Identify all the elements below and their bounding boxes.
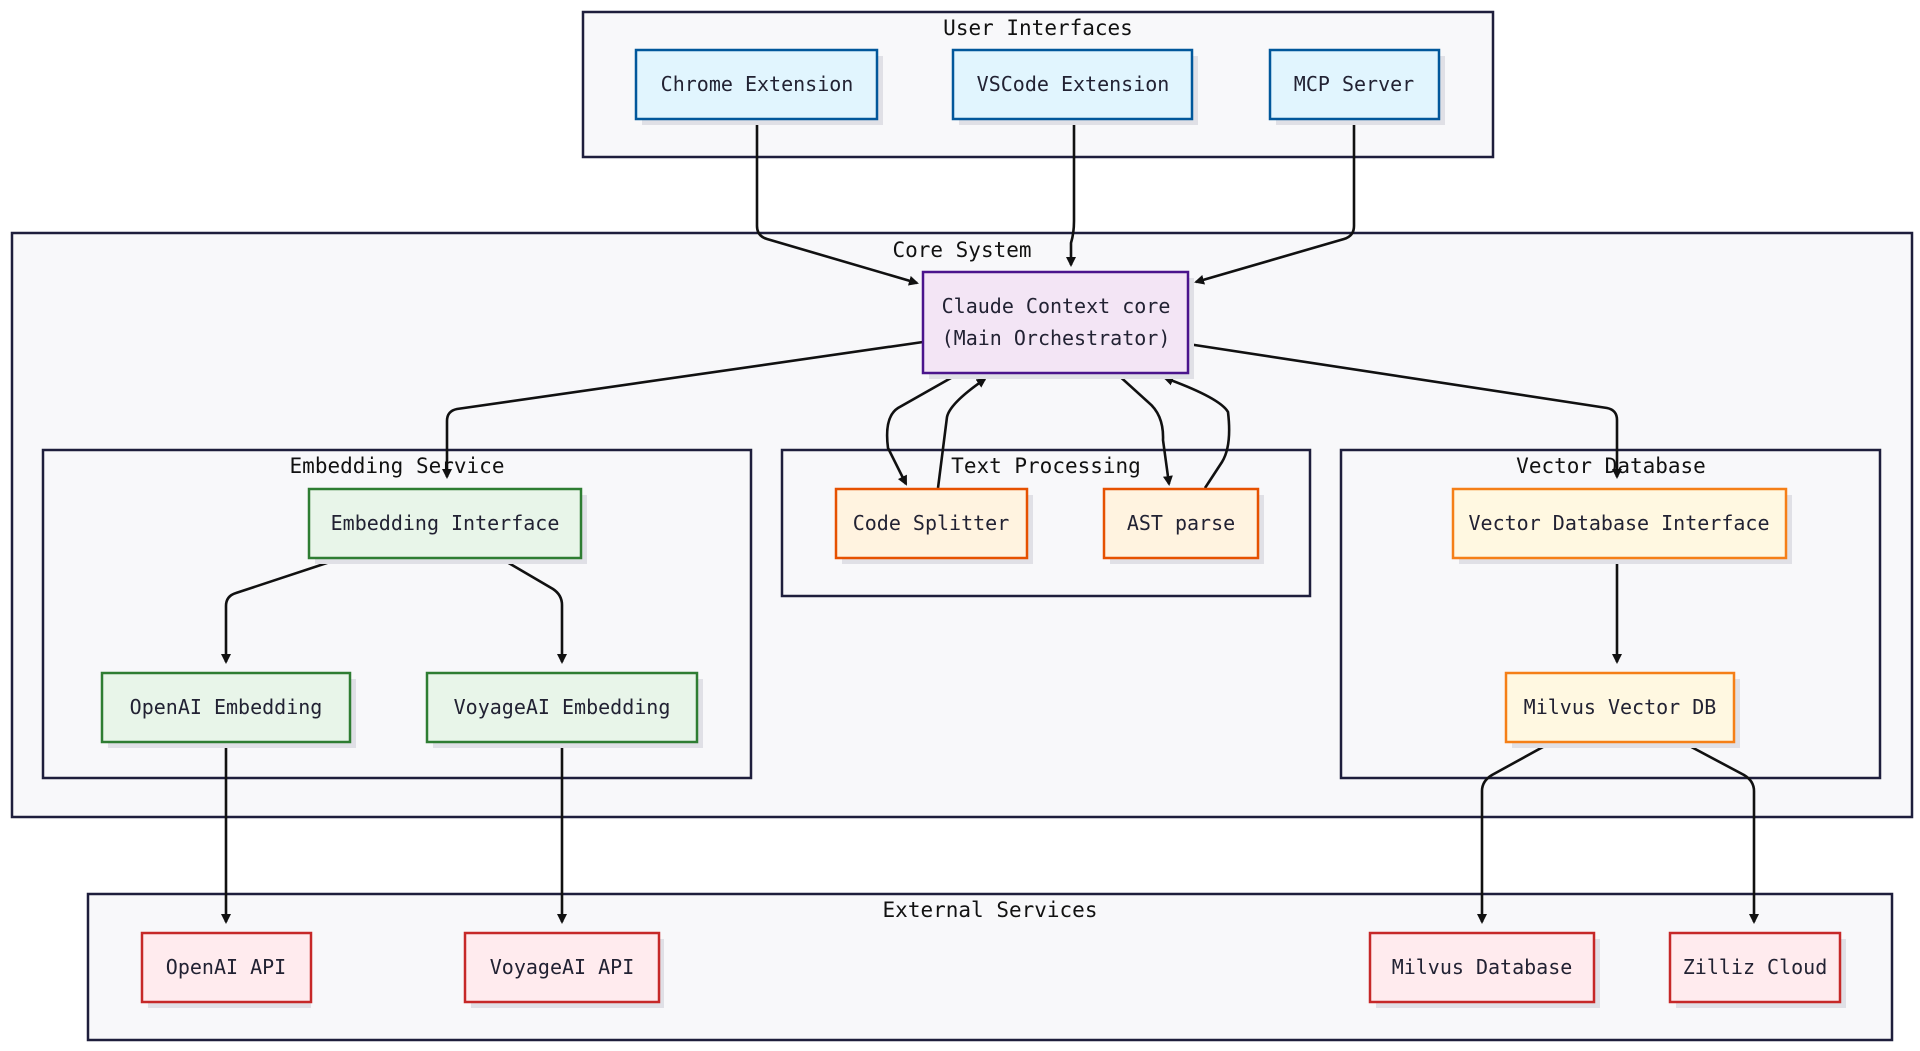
edge-embedding-interface-to-openai-embedding [221,556,343,664]
group-title-vector-database: Vector Database [1516,454,1706,478]
node-label-chrome-extension: Chrome Extension [661,72,854,96]
edge-core-to-ast-parse [1115,372,1173,486]
node-voyageai-api: VoyageAI API [463,931,664,1008]
node-vscode-extension: VSCode Extension [951,48,1198,125]
edge-chrome-to-core [755,119,919,286]
edge-ast-parse-to-core [1163,376,1231,489]
node-label-mcp-server: MCP Server [1294,72,1414,96]
node-label-milvus-vector-db: Milvus Vector DB [1524,695,1717,719]
edge-milvus-vector-db-to-milvus-database [1477,740,1553,924]
node-openai-api: OpenAI API [140,931,313,1008]
node-box [1504,671,1736,744]
node-box [425,671,699,744]
edge-embedding-interface-to-voyageai-embedding [499,556,567,664]
node-box [1451,487,1788,560]
node-box [140,931,313,1004]
node-voyageai-embedding: VoyageAI Embedding [425,671,703,748]
node-label-vscode-extension: VSCode Extension [977,72,1170,96]
edges [221,119,1759,924]
node-box [463,931,661,1004]
node-ast-parse: AST parse [1102,487,1264,564]
edge-core-to-embedding-interface [442,340,924,479]
node-box [921,270,1190,375]
edge-core-to-code-splitter [885,372,959,486]
group-title-core-system: Core System [892,238,1031,262]
node-embedding-interface: Embedding Interface [307,487,587,564]
group-external-services: External Services [86,892,1894,1042]
node-label-zilliz-cloud: Zilliz Cloud [1683,955,1828,979]
node-claude-context-core: Claude Context core (Main Orchestrator) [921,270,1194,379]
node-mcp-server: MCP Server [1268,48,1445,125]
node-chrome-extension: Chrome Extension [634,48,883,125]
group-title-user-interfaces: User Interfaces [943,16,1133,40]
node-box [1268,48,1441,121]
node-code-splitter: Code Splitter [834,487,1033,564]
node-label-openai-api: OpenAI API [166,955,286,979]
node-label-milvus-database: Milvus Database [1392,955,1573,979]
node-box [634,48,879,121]
node-vector-database-interface: Vector Database Interface [1451,487,1792,564]
node-zilliz-cloud: Zilliz Cloud [1668,931,1846,1008]
node-label-voyageai-embedding: VoyageAI Embedding [454,695,671,719]
edge-mcp-to-core [1194,119,1356,285]
node-box [1368,931,1596,1004]
edge-milvus-vector-db-to-zilliz-cloud [1681,740,1759,924]
node-box [834,487,1029,560]
group-title-external-services: External Services [883,898,1098,922]
node-box [307,487,583,560]
group-title-embedding-service: Embedding Service [290,454,505,478]
node-box [1102,487,1260,560]
node-box [100,671,352,744]
node-label-core-line1: Claude Context core [942,294,1171,318]
node-label-code-splitter: Code Splitter [853,511,1010,535]
node-label-core-line2: (Main Orchestrator) [942,326,1171,350]
node-milvus-vector-db: Milvus Vector DB [1504,671,1740,748]
group-title-text-processing: Text Processing [951,454,1141,478]
node-label-ast-parse: AST parse [1127,511,1235,535]
node-label-openai-embedding: OpenAI Embedding [130,695,323,719]
edge-vscode-to-core [1066,119,1076,267]
edge-code-splitter-to-core [936,377,987,489]
node-label-embedding-interface: Embedding Interface [331,511,560,535]
node-label-vector-database-interface: Vector Database Interface [1468,511,1769,535]
edge-core-to-vector-db-interface [1187,342,1622,479]
node-label-voyageai-api: VoyageAI API [490,955,635,979]
node-box [1668,931,1842,1004]
node-box [951,48,1194,121]
node-openai-embedding: OpenAI Embedding [100,671,356,748]
node-milvus-database: Milvus Database [1368,931,1600,1008]
